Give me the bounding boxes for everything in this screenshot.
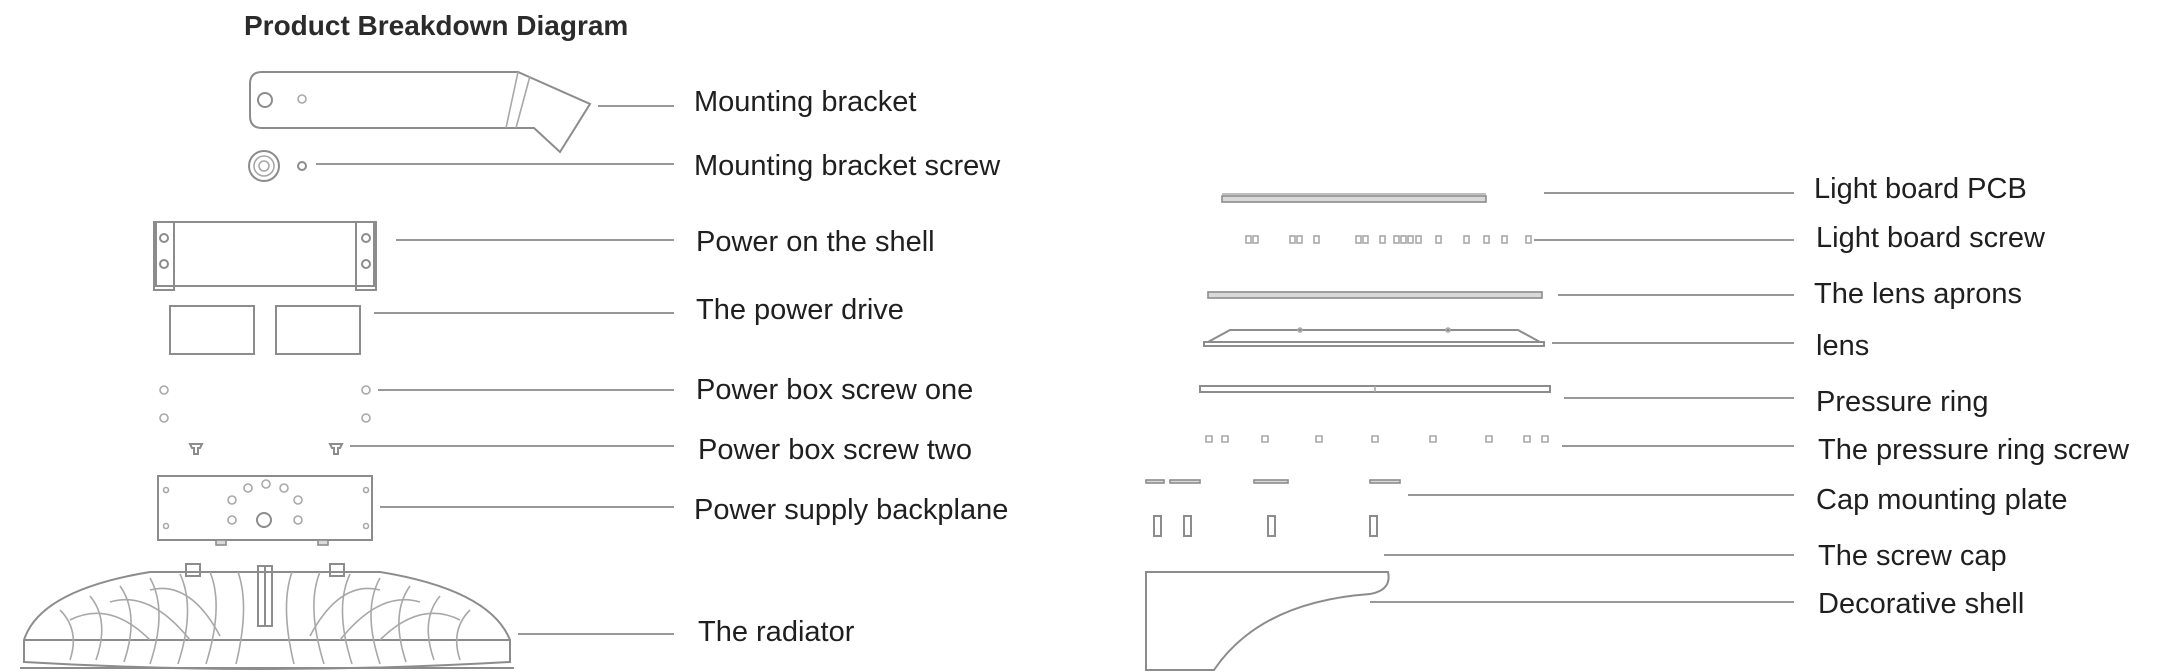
decorative-shell-drawing xyxy=(1145,571,1390,671)
label-power-drive: The power drive xyxy=(696,294,904,326)
radiator-drawing xyxy=(20,563,514,670)
label-power-box-screw-one: Power box screw one xyxy=(696,374,974,406)
label-power-box-screw-two: Power box screw two xyxy=(698,434,972,466)
label-decorative-shell: Decorative shell xyxy=(1818,588,2025,620)
label-mounting-bracket: Mounting bracket xyxy=(694,86,917,118)
screw-cap-drawing xyxy=(1153,515,1378,537)
label-pressure-ring-screw: The pressure ring screw xyxy=(1818,434,2130,466)
label-screw-cap: The screw cap xyxy=(1818,540,2007,572)
mounting-bracket-drawing xyxy=(249,71,592,154)
power-supply-backplane-drawing xyxy=(157,475,373,546)
lens-aprons-drawing xyxy=(1207,291,1543,299)
label-lens: lens xyxy=(1816,330,1870,362)
label-cap-mounting-plate: Cap mounting plate xyxy=(1816,484,2068,516)
cap-mounting-plate-drawing xyxy=(1145,479,1401,484)
label-power-on-the-shell: Power on the shell xyxy=(696,226,935,258)
pressure-ring-drawing xyxy=(1199,385,1551,393)
label-pressure-ring: Pressure ring xyxy=(1816,386,1989,418)
label-power-supply-backplane: Power supply backplane xyxy=(694,494,1009,526)
label-radiator: The radiator xyxy=(698,616,855,648)
power-drive-drawing xyxy=(169,305,361,355)
label-mounting-bracket-screw: Mounting bracket screw xyxy=(694,150,1001,182)
pressure-ring-screw-drawing xyxy=(1205,435,1549,443)
light-board-pcb-drawing xyxy=(1221,193,1487,203)
light-board-screw-drawing xyxy=(1245,235,1532,244)
power-shell-drawing xyxy=(153,221,377,291)
leader-lines-left xyxy=(316,105,674,635)
power-box-screw-two-drawing xyxy=(188,443,344,455)
label-lens-aprons: The lens aprons xyxy=(1814,278,2022,310)
diagram-title: Product Breakdown Diagram xyxy=(244,10,629,41)
mounting-bracket-screw-drawing xyxy=(248,150,307,182)
lens-drawing xyxy=(1203,327,1545,347)
label-light-board-pcb: Light board PCB xyxy=(1814,173,2027,205)
power-box-screw-one-drawing xyxy=(159,385,371,423)
leader-lines-right xyxy=(1370,192,1794,603)
label-light-board-screw: Light board screw xyxy=(1816,222,2045,254)
